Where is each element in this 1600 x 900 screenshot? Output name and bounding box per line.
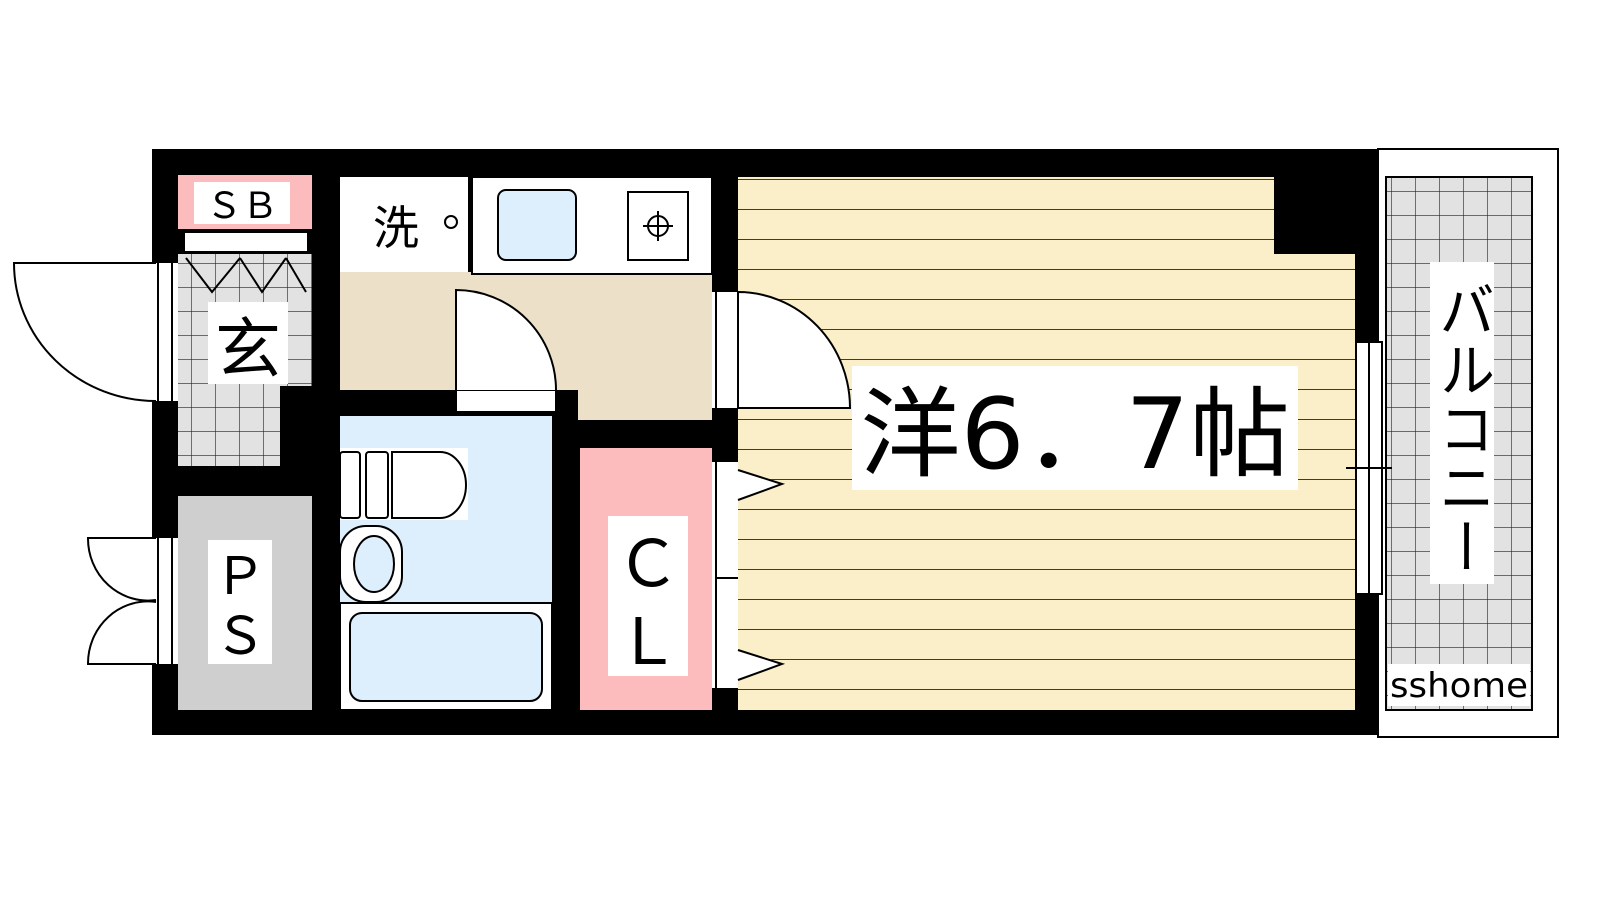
room-label: 洋6．7帖 <box>860 378 1290 492</box>
watermark-bg <box>1388 664 1530 706</box>
pipe-space-label-bg <box>208 540 272 664</box>
washbasin-icon <box>339 525 403 603</box>
shoe-box-label: ＳＢ <box>206 186 278 227</box>
room-label-bg <box>852 366 1298 490</box>
washer-label: 洗 <box>373 201 419 255</box>
entrance-step <box>280 386 340 466</box>
closet-label-bg <box>608 516 688 676</box>
sink-icon <box>497 189 577 261</box>
closet-label-c: Ｃ <box>616 528 680 602</box>
balcony-label: バルコニー <box>1430 280 1495 576</box>
bathtub-icon <box>349 612 543 702</box>
washer-drain-icon <box>444 215 458 229</box>
pipe-space-label-s: Ｓ <box>214 607 266 667</box>
door-swing-icon <box>12 262 852 688</box>
pipe-space-label-p: Ｐ <box>214 547 266 607</box>
closet-label-l: Ｌ <box>616 606 680 680</box>
balcony-label-bg <box>1430 262 1494 584</box>
entrance-label-bg <box>208 302 288 384</box>
entrance-label: 玄 <box>215 311 281 388</box>
toilet-icon <box>339 448 468 520</box>
entrance-fold-door <box>185 257 307 294</box>
shoe-box-label-bg <box>194 182 290 224</box>
stove-icon <box>627 191 689 261</box>
kitchen-floor-lower <box>578 388 712 420</box>
watermark: sshome <box>1390 666 1528 706</box>
room-corner-wall <box>1274 172 1360 254</box>
shoe-box-strip <box>183 231 309 253</box>
